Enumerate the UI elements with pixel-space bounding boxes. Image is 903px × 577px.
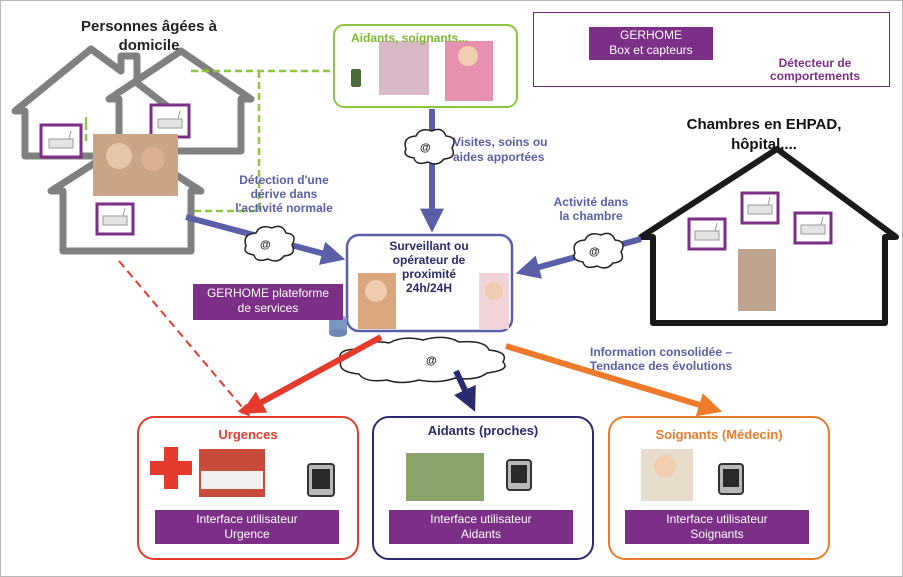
drift-line-2: dérive dans — [250, 187, 318, 201]
aidants-title: Aidants (proches) — [427, 423, 539, 438]
soignants-interface-line-1: Interface utilisateur — [666, 512, 768, 526]
device-screens — [312, 465, 739, 489]
ehpad-title: Chambres en EHPAD, hôpital,... — [659, 115, 869, 155]
drift-line-3: l'activité normale — [235, 201, 333, 215]
ehpad-photo — [738, 249, 776, 311]
info-label: Information consolidée – Tendance des év… — [561, 345, 761, 373]
soignants-interface-line-2: Soignants — [690, 527, 744, 541]
activity-line-2: la chambre — [559, 209, 623, 223]
urgences-title: Urgences — [218, 427, 278, 442]
aidants-interface-line-2: Aidants — [460, 527, 502, 541]
operator-line-1: Surveillant ou — [389, 239, 469, 253]
info-line-1: Information consolidée – — [589, 345, 733, 359]
cloud-at-symbol-3: @ — [589, 246, 600, 258]
visits-label: Visites, soins ou aides apportées — [453, 135, 547, 165]
legend-detector-line-2: comportements — [769, 69, 861, 83]
operator-line-3: proximité — [401, 267, 456, 281]
urgent-dashed-arrow — [118, 260, 251, 417]
cloud-at-symbol-1: @ — [420, 142, 431, 154]
home-title-line-1: Personnes âgées à — [81, 18, 217, 35]
activity-line-1: Activité dans — [553, 195, 629, 209]
home-title: Personnes âgées à domicile — [59, 17, 239, 55]
platform-line-1: GERHOME plateforme — [206, 286, 330, 300]
caregivers-label: Aidants, soignants... — [351, 31, 469, 45]
visits-line-2: aides apportées — [453, 150, 545, 164]
urgences-interface-line-1: Interface utilisateur — [196, 512, 298, 526]
nurse-photo-1 — [379, 41, 429, 95]
ehpad-house — [638, 146, 899, 326]
red-cross-icon — [150, 447, 192, 489]
operator-line-2: opérateur de — [392, 253, 466, 267]
legend-detector-label: Détecteur de comportements — [745, 57, 885, 83]
aidants-interface-line-1: Interface utilisateur — [430, 512, 532, 526]
operator-label: Surveillant ou opérateur de proximité 24… — [373, 239, 485, 295]
legend-detector-line-1: Détecteur de — [778, 56, 852, 70]
clouds — [244, 128, 624, 384]
ehpad-title-line-2: hôpital,... — [731, 136, 797, 153]
operator-line-4: 24h/24H — [405, 281, 453, 295]
elderly-couple-photo — [93, 134, 178, 196]
legend-box-line-1: GERHOME — [619, 28, 682, 42]
soignants-title: Soignants (Médecin) — [655, 427, 783, 442]
output-arrows — [240, 334, 723, 417]
cloud-at-symbol-2: @ — [260, 239, 271, 251]
urgences-interface-line-2: Urgence — [224, 527, 270, 541]
ehpad-title-line-1: Chambres en EHPAD, — [686, 116, 842, 133]
legend-gerhome-box: GERHOME Box et capteurs — [589, 27, 713, 60]
activity-label: Activité dans la chambre — [541, 195, 641, 223]
legend-box-line-2: Box et capteurs — [609, 43, 693, 57]
family-photo — [406, 453, 484, 501]
home-title-line-2: domicile — [118, 37, 180, 54]
info-line-2: Tendance des évolutions — [589, 359, 733, 373]
drift-label: Détection d'une dérive dans l'activité n… — [209, 173, 359, 215]
visits-line-1: Visites, soins ou — [453, 135, 548, 149]
drift-line-1: Détection d'une — [239, 173, 329, 187]
platform-box: GERHOME plateforme de services — [193, 284, 343, 320]
urgences-interface[interactable]: Interface utilisateur Urgence — [155, 510, 339, 544]
phone-icon — [351, 69, 361, 87]
soignants-interface[interactable]: Interface utilisateur Soignants — [625, 510, 809, 544]
cloud-at-symbol-4: @ — [426, 355, 437, 367]
aidants-interface[interactable]: Interface utilisateur Aidants — [389, 510, 573, 544]
platform-line-2: de services — [237, 301, 299, 315]
